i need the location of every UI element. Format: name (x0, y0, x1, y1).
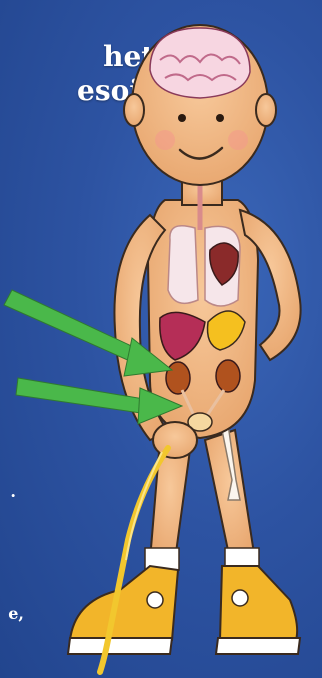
head (124, 25, 276, 185)
arrow-to-kidneys (4, 290, 172, 376)
lung-left (168, 226, 198, 304)
hand (153, 422, 197, 458)
shoes (68, 566, 300, 654)
kidney-right (216, 360, 240, 392)
kidney-left (166, 362, 190, 394)
